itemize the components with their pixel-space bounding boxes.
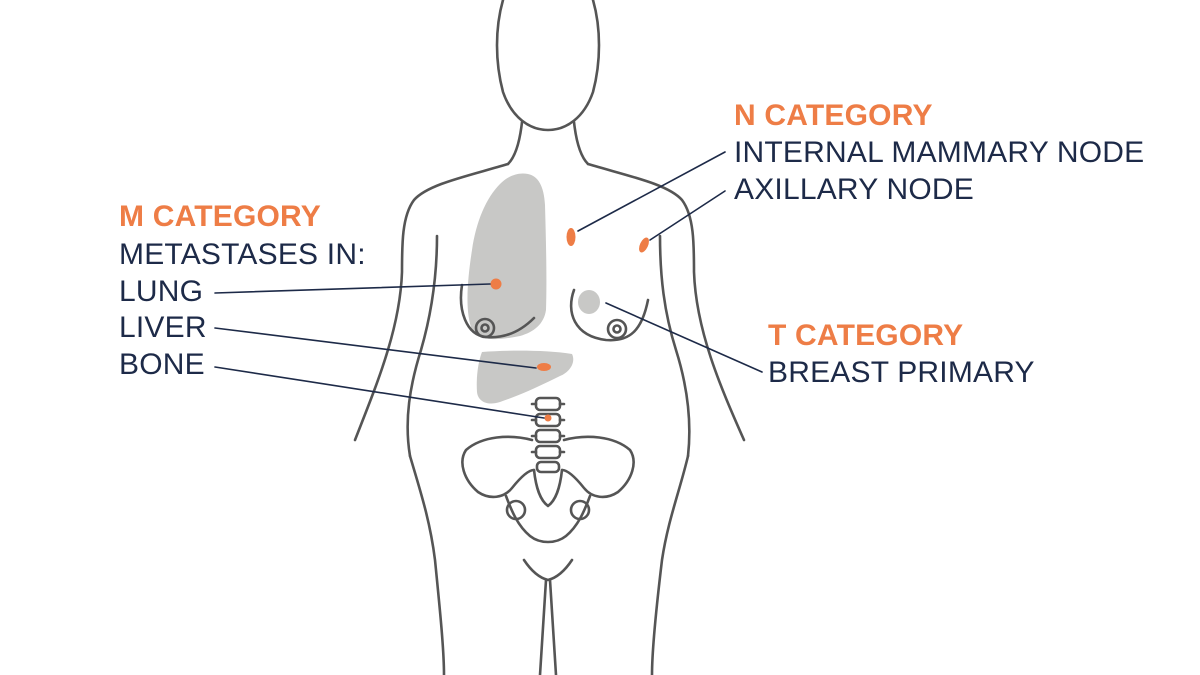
metastasis-markers bbox=[490, 228, 649, 422]
t-category-line-breast-primary: BREAST PRIMARY bbox=[768, 356, 1035, 389]
vertebra bbox=[534, 396, 562, 412]
t-category-heading: T CATEGORY bbox=[768, 319, 964, 352]
pelvis-right-wing bbox=[560, 435, 635, 499]
neck-right bbox=[572, 120, 590, 166]
body-outline bbox=[353, 0, 746, 675]
left-arm-inner bbox=[406, 234, 439, 458]
lung-metastasis-marker bbox=[490, 278, 502, 290]
m-category-line-metastases: METASTASES IN: bbox=[119, 238, 366, 271]
leader-lines bbox=[214, 151, 763, 419]
m-category-line-bone: BONE bbox=[119, 348, 205, 381]
left-arm-outer bbox=[353, 162, 510, 442]
n-category-line-internal-mammary: INTERNAL MAMMARY NODE bbox=[734, 136, 1145, 169]
internal-mammary-node-marker bbox=[566, 228, 576, 246]
leader-axillary-node bbox=[649, 190, 726, 241]
leader-bone bbox=[214, 366, 545, 419]
liver-shape bbox=[476, 350, 574, 404]
vertebra bbox=[534, 428, 562, 444]
spine bbox=[530, 396, 566, 474]
sacrum bbox=[532, 468, 564, 508]
left-inner-leg bbox=[538, 578, 548, 675]
liver-metastasis-marker bbox=[537, 363, 551, 371]
right-breast bbox=[569, 288, 650, 342]
neck-left bbox=[506, 120, 524, 166]
m-category-line-liver: LIVER bbox=[119, 311, 207, 344]
head-outline bbox=[495, 0, 601, 132]
n-category-heading: N CATEGORY bbox=[734, 99, 933, 132]
axillary-node-marker bbox=[639, 237, 649, 253]
leader-lung bbox=[214, 283, 491, 294]
pelvis-left-wing bbox=[461, 435, 536, 499]
leader-internal-mammary-node bbox=[577, 151, 726, 232]
right-nipple-inner bbox=[612, 324, 622, 334]
vertebra bbox=[534, 444, 562, 460]
right-nipple-outer bbox=[606, 318, 628, 340]
left-nipple-inner bbox=[480, 323, 490, 333]
left-torso-side bbox=[408, 454, 446, 675]
leader-liver bbox=[214, 327, 537, 369]
right-inner-leg bbox=[548, 578, 558, 675]
right-hip-socket bbox=[569, 499, 591, 521]
left-hip-socket bbox=[505, 499, 527, 521]
breast-primary-tumor bbox=[578, 290, 600, 314]
right-arm-inner bbox=[658, 234, 691, 458]
vertebra bbox=[535, 460, 561, 474]
m-category-heading: M CATEGORY bbox=[119, 200, 321, 233]
right-torso-side bbox=[650, 454, 690, 675]
inner-thighs bbox=[522, 558, 574, 582]
organs bbox=[467, 173, 600, 404]
n-category-line-axillary: AXILLARY NODE bbox=[734, 173, 974, 206]
m-category-line-lung: LUNG bbox=[119, 275, 204, 308]
left-nipple-outer bbox=[474, 317, 496, 339]
bone-metastasis-marker bbox=[544, 414, 552, 422]
leader-breast-primary bbox=[605, 302, 763, 373]
right-arm-outer bbox=[586, 162, 746, 442]
lung-shape bbox=[467, 173, 547, 340]
